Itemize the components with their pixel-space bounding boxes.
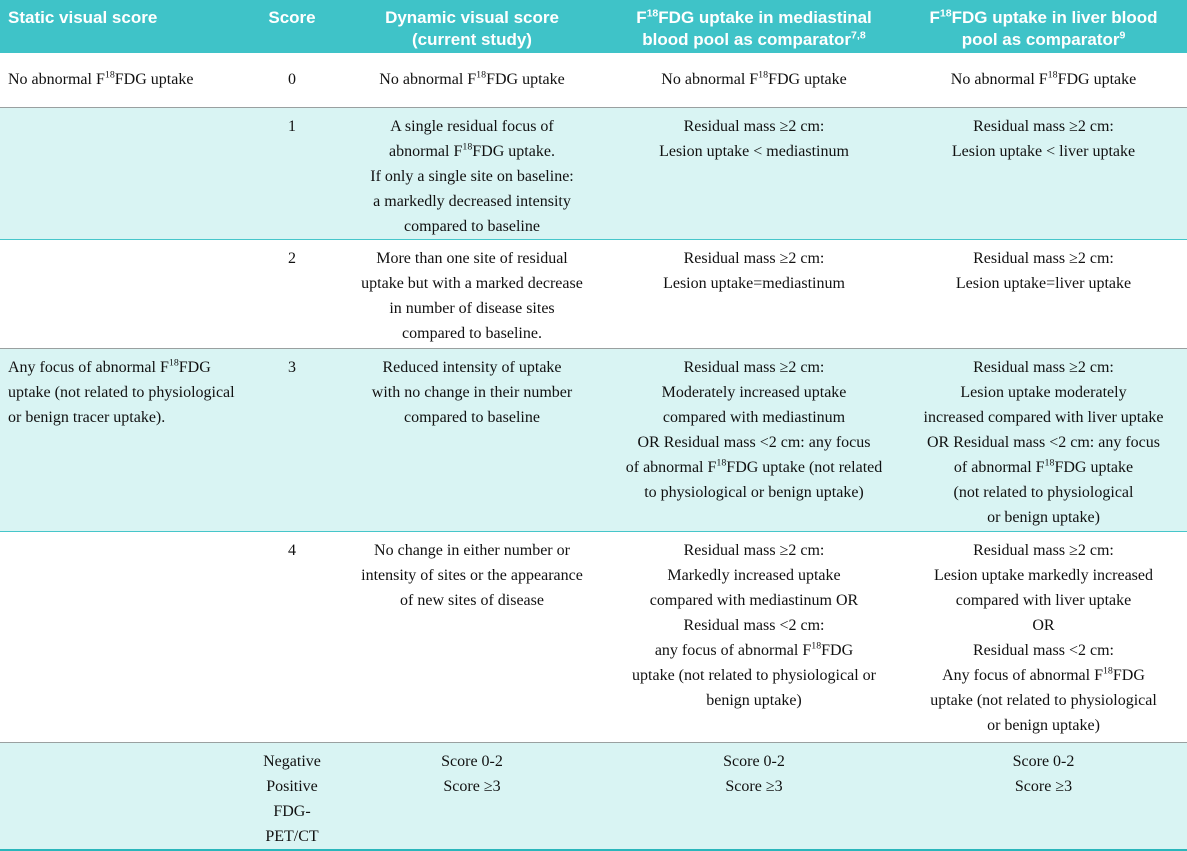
score2-score-cell: 2 bbox=[248, 238, 336, 348]
score4-liver-cell: Residual mass ≥2 cm:Lesion uptake marked… bbox=[900, 530, 1187, 742]
score4-static-cell bbox=[0, 530, 248, 742]
score2-static-cell bbox=[0, 238, 248, 348]
score2-liver-cell: Residual mass ≥2 cm:Lesion uptake=liver … bbox=[900, 238, 1187, 348]
score4-mediastinal-cell: Residual mass ≥2 cm:Markedly increased u… bbox=[608, 530, 900, 742]
score0-liver-cell: No abnormal F18FDG uptake bbox=[900, 53, 1187, 107]
score3-score-cell: 3 bbox=[248, 347, 336, 531]
score1-mediastinal-cell: Residual mass ≥2 cm:Lesion uptake < medi… bbox=[608, 106, 900, 239]
table-row-score-0: No abnormal F18FDG uptake 0 No abnormal … bbox=[0, 53, 1187, 107]
score1-score-cell: 1 bbox=[248, 106, 336, 239]
score0-score-cell: 0 bbox=[248, 53, 336, 107]
col-header-dynamic-visual-score: Dynamic visual score(current study) bbox=[336, 0, 608, 53]
header-row: Static visual score Score Dynamic visual… bbox=[0, 0, 1187, 53]
score4-score-cell: 4 bbox=[248, 530, 336, 742]
score0-static-cell: No abnormal F18FDG uptake bbox=[0, 53, 248, 107]
score0-dynamic-cell: No abnormal F18FDG uptake bbox=[336, 53, 608, 107]
score1-liver-cell: Residual mass ≥2 cm:Lesion uptake < live… bbox=[900, 106, 1187, 239]
score3-liver-cell: Residual mass ≥2 cm:Lesion uptake modera… bbox=[900, 347, 1187, 531]
score2-mediastinal-cell: Residual mass ≥2 cm:Lesion uptake=medias… bbox=[608, 238, 900, 348]
col-header-score: Score bbox=[248, 0, 336, 53]
score1-static-cell bbox=[0, 106, 248, 239]
score3-mediastinal-cell: Residual mass ≥2 cm:Moderately increased… bbox=[608, 347, 900, 531]
col-header-static-visual-score: Static visual score bbox=[0, 0, 248, 53]
footer-static-cell bbox=[0, 741, 248, 851]
score0-mediastinal-cell: No abnormal F18FDG uptake bbox=[608, 53, 900, 107]
